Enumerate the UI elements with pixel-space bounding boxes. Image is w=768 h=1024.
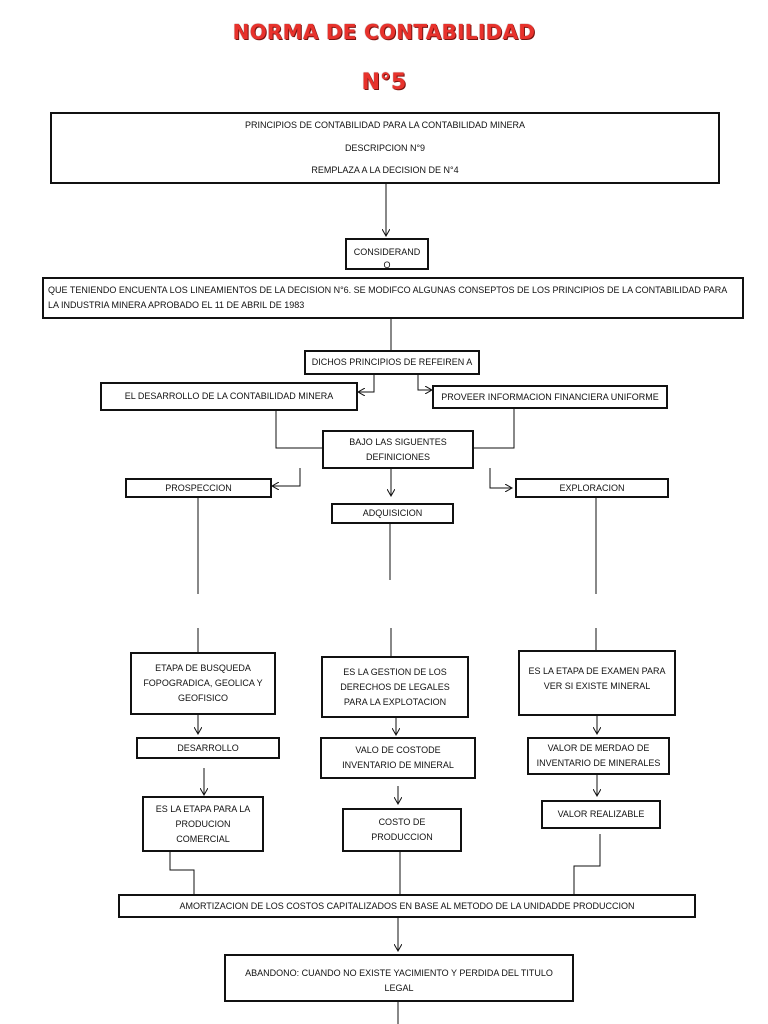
line-realizable-to-amortizacion (573, 834, 601, 894)
costo-produccion-label: COSTO DE PRODUCCION (371, 817, 433, 842)
prospeccion-desc-box: ETAPA DE BUSQUEDA FOPOGRADICA, GEOLICA Y… (130, 652, 276, 715)
exploracion-label: EXPLORACION (559, 482, 625, 493)
dichos-label: DICHOS PRINCIPIOS DE REFEIREN A (311, 357, 473, 367)
desarrollo-label: DESARROLLO (177, 742, 239, 753)
dichos-box: DICHOS PRINCIPIOS DE REFEIREN A (304, 350, 480, 375)
exploracion-box: EXPLORACION (515, 478, 669, 498)
valor-costo-box: VALO DE COSTODE INVENTARIO DE MINERAL (320, 737, 476, 779)
diagram-title: NORMA DE CONTABILIDAD (232, 20, 536, 44)
prospeccion-desc: ETAPA DE BUSQUEDA FOPOGRADICA, GEOLICA Y… (143, 663, 263, 703)
bajo-definiciones-box: BAJO LAS SIGUENTES DEFINICIONES (322, 430, 474, 469)
prospeccion-box: PROSPECCION (125, 478, 272, 498)
bajo-definiciones-label: BAJO LAS SIGUENTES DEFINICIONES (349, 436, 447, 462)
adquisicion-box: ADQUISICION (331, 503, 454, 524)
arrow-bajo-to-exploracion (489, 468, 512, 488)
header-line-3: REMPLAZA A LA DECISION DE N°4 (311, 165, 459, 175)
desarrollo-contabilidad-label: EL DESARROLLO DE LA CONTABILIDAD MINERA (124, 391, 334, 401)
line-desarrollo-to-bajo (275, 411, 322, 449)
considerando-text-box: QUE TENIENDO ENCUENTA LOS LINEAMIENTOS D… (42, 277, 744, 319)
amortizacion-label: AMORTIZACION DE LOS COSTOS CAPITALIZADOS… (179, 900, 635, 911)
valor-realizable-box: VALOR REALIZABLE (541, 800, 661, 829)
arrow-dichos-to-proveer (417, 374, 432, 390)
costo-produccion-box: COSTO DE PRODUCCION (342, 808, 462, 852)
valor-costo-label: VALO DE COSTODE INVENTARIO DE MINERAL (342, 745, 454, 770)
considerando-label: CONSIDERAND O (353, 247, 421, 270)
prospeccion-label: PROSPECCION (165, 482, 232, 493)
etapa-produccion-box: ES LA ETAPA PARA LA PRODUCION COMERCIAL (142, 796, 264, 852)
line-produccion-to-amortizacion (169, 852, 195, 894)
adquisicion-label: ADQUISICION (362, 508, 423, 518)
adquisicion-desc: ES LA GESTION DE LOS DERECHOS DE LEGALES… (340, 666, 450, 707)
desarrollo-contabilidad-box: EL DESARROLLO DE LA CONTABILIDAD MINERA (100, 382, 358, 411)
valor-mercado-label: VALOR DE MERDAO DE INVENTARIO DE MINERAL… (536, 743, 661, 768)
arrow-dichos-to-desarrollo (358, 374, 375, 392)
diagram-subtitle: N°5 (361, 70, 407, 95)
considerando-text: QUE TENIENDO ENCUENTA LOS LINEAMIENTOS D… (48, 285, 727, 310)
amortizacion-box: AMORTIZACION DE LOS COSTOS CAPITALIZADOS… (118, 894, 696, 918)
header-box: PRINCIPIOS DE CONTABILIDAD PARA LA CONTA… (50, 112, 720, 184)
considerando-box: CONSIDERAND O (345, 238, 429, 270)
header-line-2: DESCRIPCION N°9 (344, 142, 426, 153)
desarrollo-box: DESARROLLO (136, 737, 280, 759)
valor-mercado-box: VALOR DE MERDAO DE INVENTARIO DE MINERAL… (527, 737, 670, 775)
abandono-box: ABANDONO: CUANDO NO EXISTE YACIMIENTO Y … (224, 954, 574, 1002)
etapa-produccion-label: ES LA ETAPA PARA LA PRODUCION COMERCIAL (155, 803, 251, 844)
abandono-label: ABANDONO: CUANDO NO EXISTE YACIMIENTO Y … (245, 968, 553, 993)
exploracion-desc-box: ES LA ETAPA DE EXAMEN PARA VER SI EXISTE… (518, 650, 676, 716)
proveer-label: PROVEER INFORMACION FINANCIERA UNIFORME (441, 391, 659, 402)
line-proveer-to-bajo (474, 408, 515, 449)
arrow-bajo-to-prospeccion (272, 468, 301, 486)
valor-realizable-label: VALOR REALIZABLE (557, 809, 645, 819)
adquisicion-desc-box: ES LA GESTION DE LOS DERECHOS DE LEGALES… (321, 656, 469, 718)
proveer-box: PROVEER INFORMACION FINANCIERA UNIFORME (432, 385, 668, 409)
header-line-1: PRINCIPIOS DE CONTABILIDAD PARA LA CONTA… (244, 120, 526, 130)
exploracion-desc: ES LA ETAPA DE EXAMEN PARA VER SI EXISTE… (528, 666, 666, 691)
